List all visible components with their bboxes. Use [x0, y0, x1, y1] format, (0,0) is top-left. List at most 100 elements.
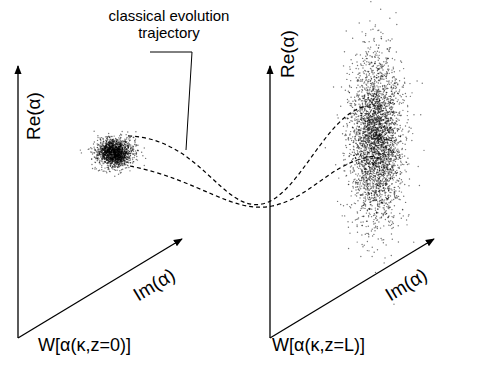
- cloud-dot: [128, 167, 129, 168]
- cloud-dot: [128, 145, 129, 146]
- cloud-dot: [92, 168, 93, 169]
- cloud-dot: [137, 150, 138, 151]
- cloud-dot: [91, 148, 92, 149]
- cloud-dot: [100, 156, 101, 157]
- cloud-dot: [118, 142, 119, 143]
- cloud-dot: [397, 101, 398, 102]
- cloud-dot: [107, 159, 108, 160]
- cloud-dot: [365, 196, 366, 197]
- cloud-dot: [99, 145, 100, 146]
- cloud-dot: [107, 144, 108, 145]
- cloud-dot: [130, 162, 131, 163]
- cloud-dot: [396, 24, 397, 25]
- cloud-dot: [366, 212, 367, 213]
- cloud-dot: [120, 150, 121, 151]
- cloud-dot: [129, 144, 130, 145]
- cloud-dot: [136, 154, 137, 155]
- cloud-dot: [120, 165, 121, 166]
- cloud-dot: [141, 152, 142, 153]
- cloud-dot: [118, 161, 119, 162]
- cloud-dot: [93, 152, 94, 153]
- cloud-dot: [125, 158, 126, 159]
- cloud-dot: [97, 147, 98, 148]
- cloud-dot: [94, 141, 95, 142]
- cloud-dot: [389, 49, 390, 50]
- cloud-dot: [128, 142, 129, 143]
- cloud-dot: [111, 156, 112, 157]
- cloud-dot: [142, 155, 143, 156]
- cloud-dot: [129, 153, 130, 154]
- cloud-dot: [125, 144, 126, 145]
- cloud-dot: [94, 167, 95, 168]
- cloud-dot: [400, 160, 401, 161]
- cloud-dot: [134, 142, 135, 143]
- cloud-dot: [392, 80, 393, 81]
- cloud-dot: [359, 175, 360, 176]
- cloud-dot: [354, 97, 355, 98]
- cloud-dot: [102, 139, 103, 140]
- cloud-dot: [96, 168, 97, 169]
- cloud-dot: [105, 171, 106, 172]
- cloud-dot: [132, 159, 133, 160]
- cloud-dot: [120, 172, 121, 173]
- cloud-dot: [101, 169, 102, 170]
- cloud-dot: [102, 157, 103, 158]
- cloud-dot: [125, 134, 126, 135]
- cloud-dot: [361, 185, 362, 186]
- cloud-dot: [126, 148, 127, 149]
- cloud-dot: [80, 149, 81, 150]
- cloud-dot: [115, 140, 116, 141]
- cloud-dot: [128, 160, 129, 161]
- cloud-dot: [369, 55, 370, 56]
- cloud-dot: [93, 143, 94, 144]
- cloud-dot: [368, 51, 369, 52]
- cloud-dot: [100, 138, 101, 139]
- cloud-dot: [357, 151, 358, 152]
- cloud-dot: [111, 167, 112, 168]
- cloud-dot: [119, 135, 120, 136]
- cloud-dot: [112, 161, 113, 162]
- cloud-dot: [110, 136, 111, 137]
- cloud-dot: [123, 158, 124, 159]
- cloud-dot: [123, 143, 124, 144]
- cloud-dot: [135, 138, 136, 139]
- cloud-dot: [118, 144, 119, 145]
- cloud-dot: [119, 154, 120, 155]
- cloud-dot: [346, 123, 347, 124]
- cloud-dot: [114, 164, 115, 165]
- cloud-dot: [120, 149, 121, 150]
- cloud-dot: [351, 103, 352, 104]
- cloud-dot: [365, 152, 366, 153]
- cloud-dot: [374, 86, 375, 87]
- cloud-dot: [99, 152, 100, 153]
- cloud-dot: [362, 58, 363, 59]
- cloud-dot: [113, 150, 114, 151]
- cloud-dot: [134, 144, 135, 145]
- cloud-dot: [102, 159, 103, 160]
- cloud-dot: [127, 145, 128, 146]
- cloud-dot: [124, 148, 125, 149]
- cloud-dot: [94, 148, 95, 149]
- cloud-dot: [101, 165, 102, 166]
- cloud-dot: [114, 144, 115, 145]
- cloud-dot: [97, 152, 98, 153]
- cloud-dot: [122, 148, 123, 149]
- cloud-dot: [117, 153, 118, 154]
- cloud-dot: [110, 138, 111, 139]
- cloud-dot: [144, 165, 145, 166]
- cloud-dot: [111, 147, 112, 148]
- cloud-dot: [127, 160, 128, 161]
- cloud-dot: [380, 227, 381, 228]
- cloud-dot: [121, 141, 122, 142]
- cloud-dot: [353, 113, 354, 114]
- cloud-dot: [107, 162, 108, 163]
- cloud-dot: [117, 157, 118, 158]
- cloud-dot: [99, 163, 100, 164]
- cloud-dot: [126, 137, 127, 138]
- cloud-dot: [118, 149, 119, 150]
- cloud-dot: [409, 83, 410, 84]
- cloud-dot: [120, 143, 121, 144]
- cloud-dot: [114, 176, 115, 177]
- cloud-dot: [362, 221, 363, 222]
